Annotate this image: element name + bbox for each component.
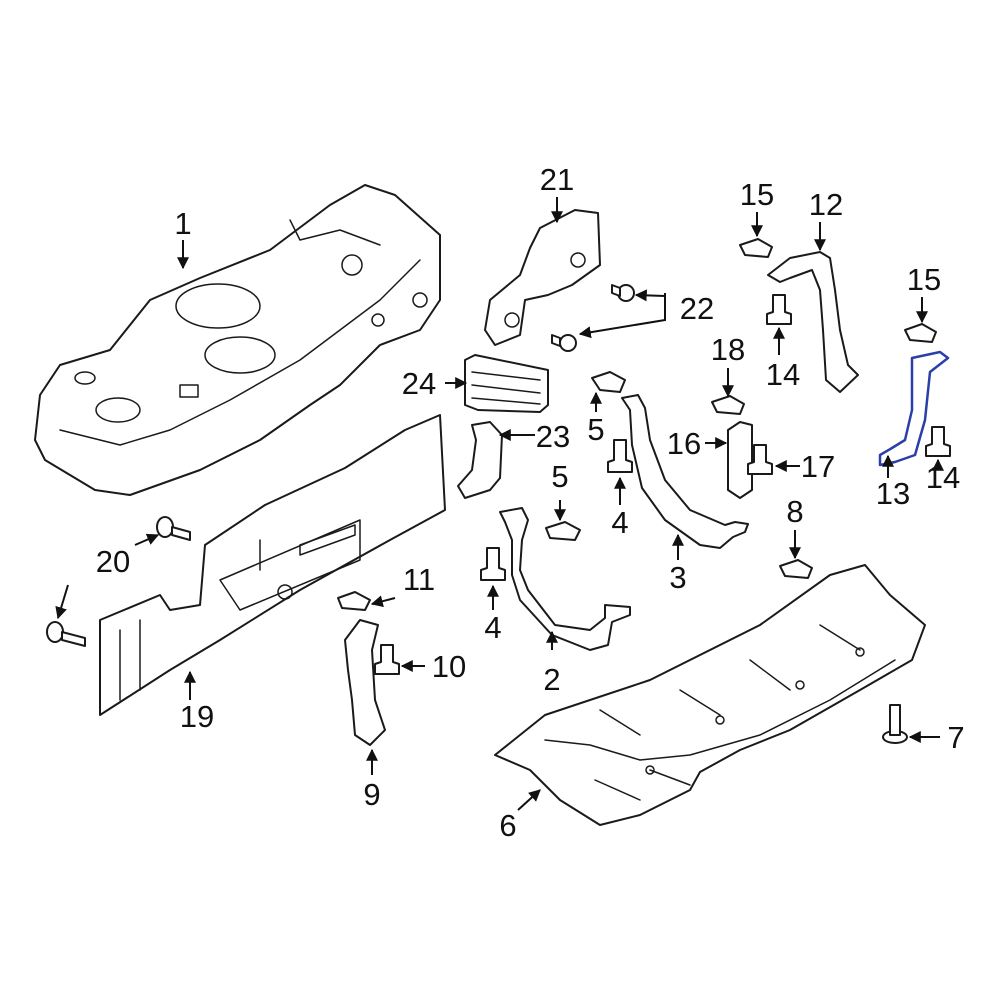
callout-17: 17 <box>801 449 835 484</box>
callout-4-lower: 4 <box>484 610 501 645</box>
strap-3 <box>621 394 749 549</box>
bolt-22 <box>551 284 635 352</box>
callout-6: 6 <box>499 808 516 843</box>
callout-16: 16 <box>667 426 701 461</box>
callouts: 1 2 3 4 4 5 5 6 7 8 9 10 11 12 13 14 14 … <box>96 162 965 843</box>
strap-13-highlighted <box>878 350 950 467</box>
callout-18: 18 <box>711 332 745 367</box>
callout-7: 7 <box>947 720 964 755</box>
bracket-9 <box>344 619 386 746</box>
callout-8: 8 <box>786 494 803 529</box>
callout-1: 1 <box>174 206 191 241</box>
callout-15-left: 15 <box>740 177 774 212</box>
clip-8 <box>779 559 813 579</box>
callout-24: 24 <box>402 366 436 401</box>
bolt-17 <box>747 444 773 475</box>
bracket-21 <box>484 209 601 346</box>
bolt-14-left <box>766 294 792 325</box>
bolt-14-right <box>925 426 951 457</box>
callout-23: 23 <box>536 419 570 454</box>
fuel-tank <box>34 184 441 496</box>
bracket-24 <box>464 354 549 413</box>
clip-15-right <box>904 323 937 343</box>
shield-19 <box>99 414 446 716</box>
fastener-20 <box>46 516 191 647</box>
callout-2: 2 <box>543 662 560 697</box>
bolt-4-upper <box>607 439 633 473</box>
callout-14-left: 14 <box>766 357 800 392</box>
callout-4-upper: 4 <box>611 505 628 540</box>
callout-5-upper: 5 <box>587 412 604 447</box>
fastener-7 <box>882 704 908 744</box>
bolt-4-lower <box>480 547 506 581</box>
bolt-10 <box>374 644 400 675</box>
bracket-16 <box>727 421 753 499</box>
callout-20: 20 <box>96 544 130 579</box>
leader-lines <box>55 197 944 811</box>
callout-5-lower: 5 <box>551 459 568 494</box>
clip-15-left <box>739 238 773 258</box>
callout-10: 10 <box>432 649 466 684</box>
callout-12: 12 <box>809 187 843 222</box>
callout-14-right: 14 <box>926 460 960 495</box>
callout-13: 13 <box>876 476 910 511</box>
strap-12 <box>767 251 859 393</box>
callout-22: 22 <box>680 291 714 326</box>
clip-5-upper <box>591 371 626 393</box>
callout-3: 3 <box>669 560 686 595</box>
bracket-23 <box>457 421 503 499</box>
callout-21: 21 <box>540 162 574 197</box>
clip-5-lower <box>545 521 581 541</box>
callout-11: 11 <box>403 562 435 597</box>
callout-19: 19 <box>180 699 214 734</box>
callout-15-right: 15 <box>907 262 941 297</box>
skid-plate-6 <box>494 564 926 826</box>
clip-11 <box>337 591 371 611</box>
strap-2 <box>499 507 631 651</box>
clip-18 <box>711 395 745 415</box>
callout-9: 9 <box>363 777 380 812</box>
